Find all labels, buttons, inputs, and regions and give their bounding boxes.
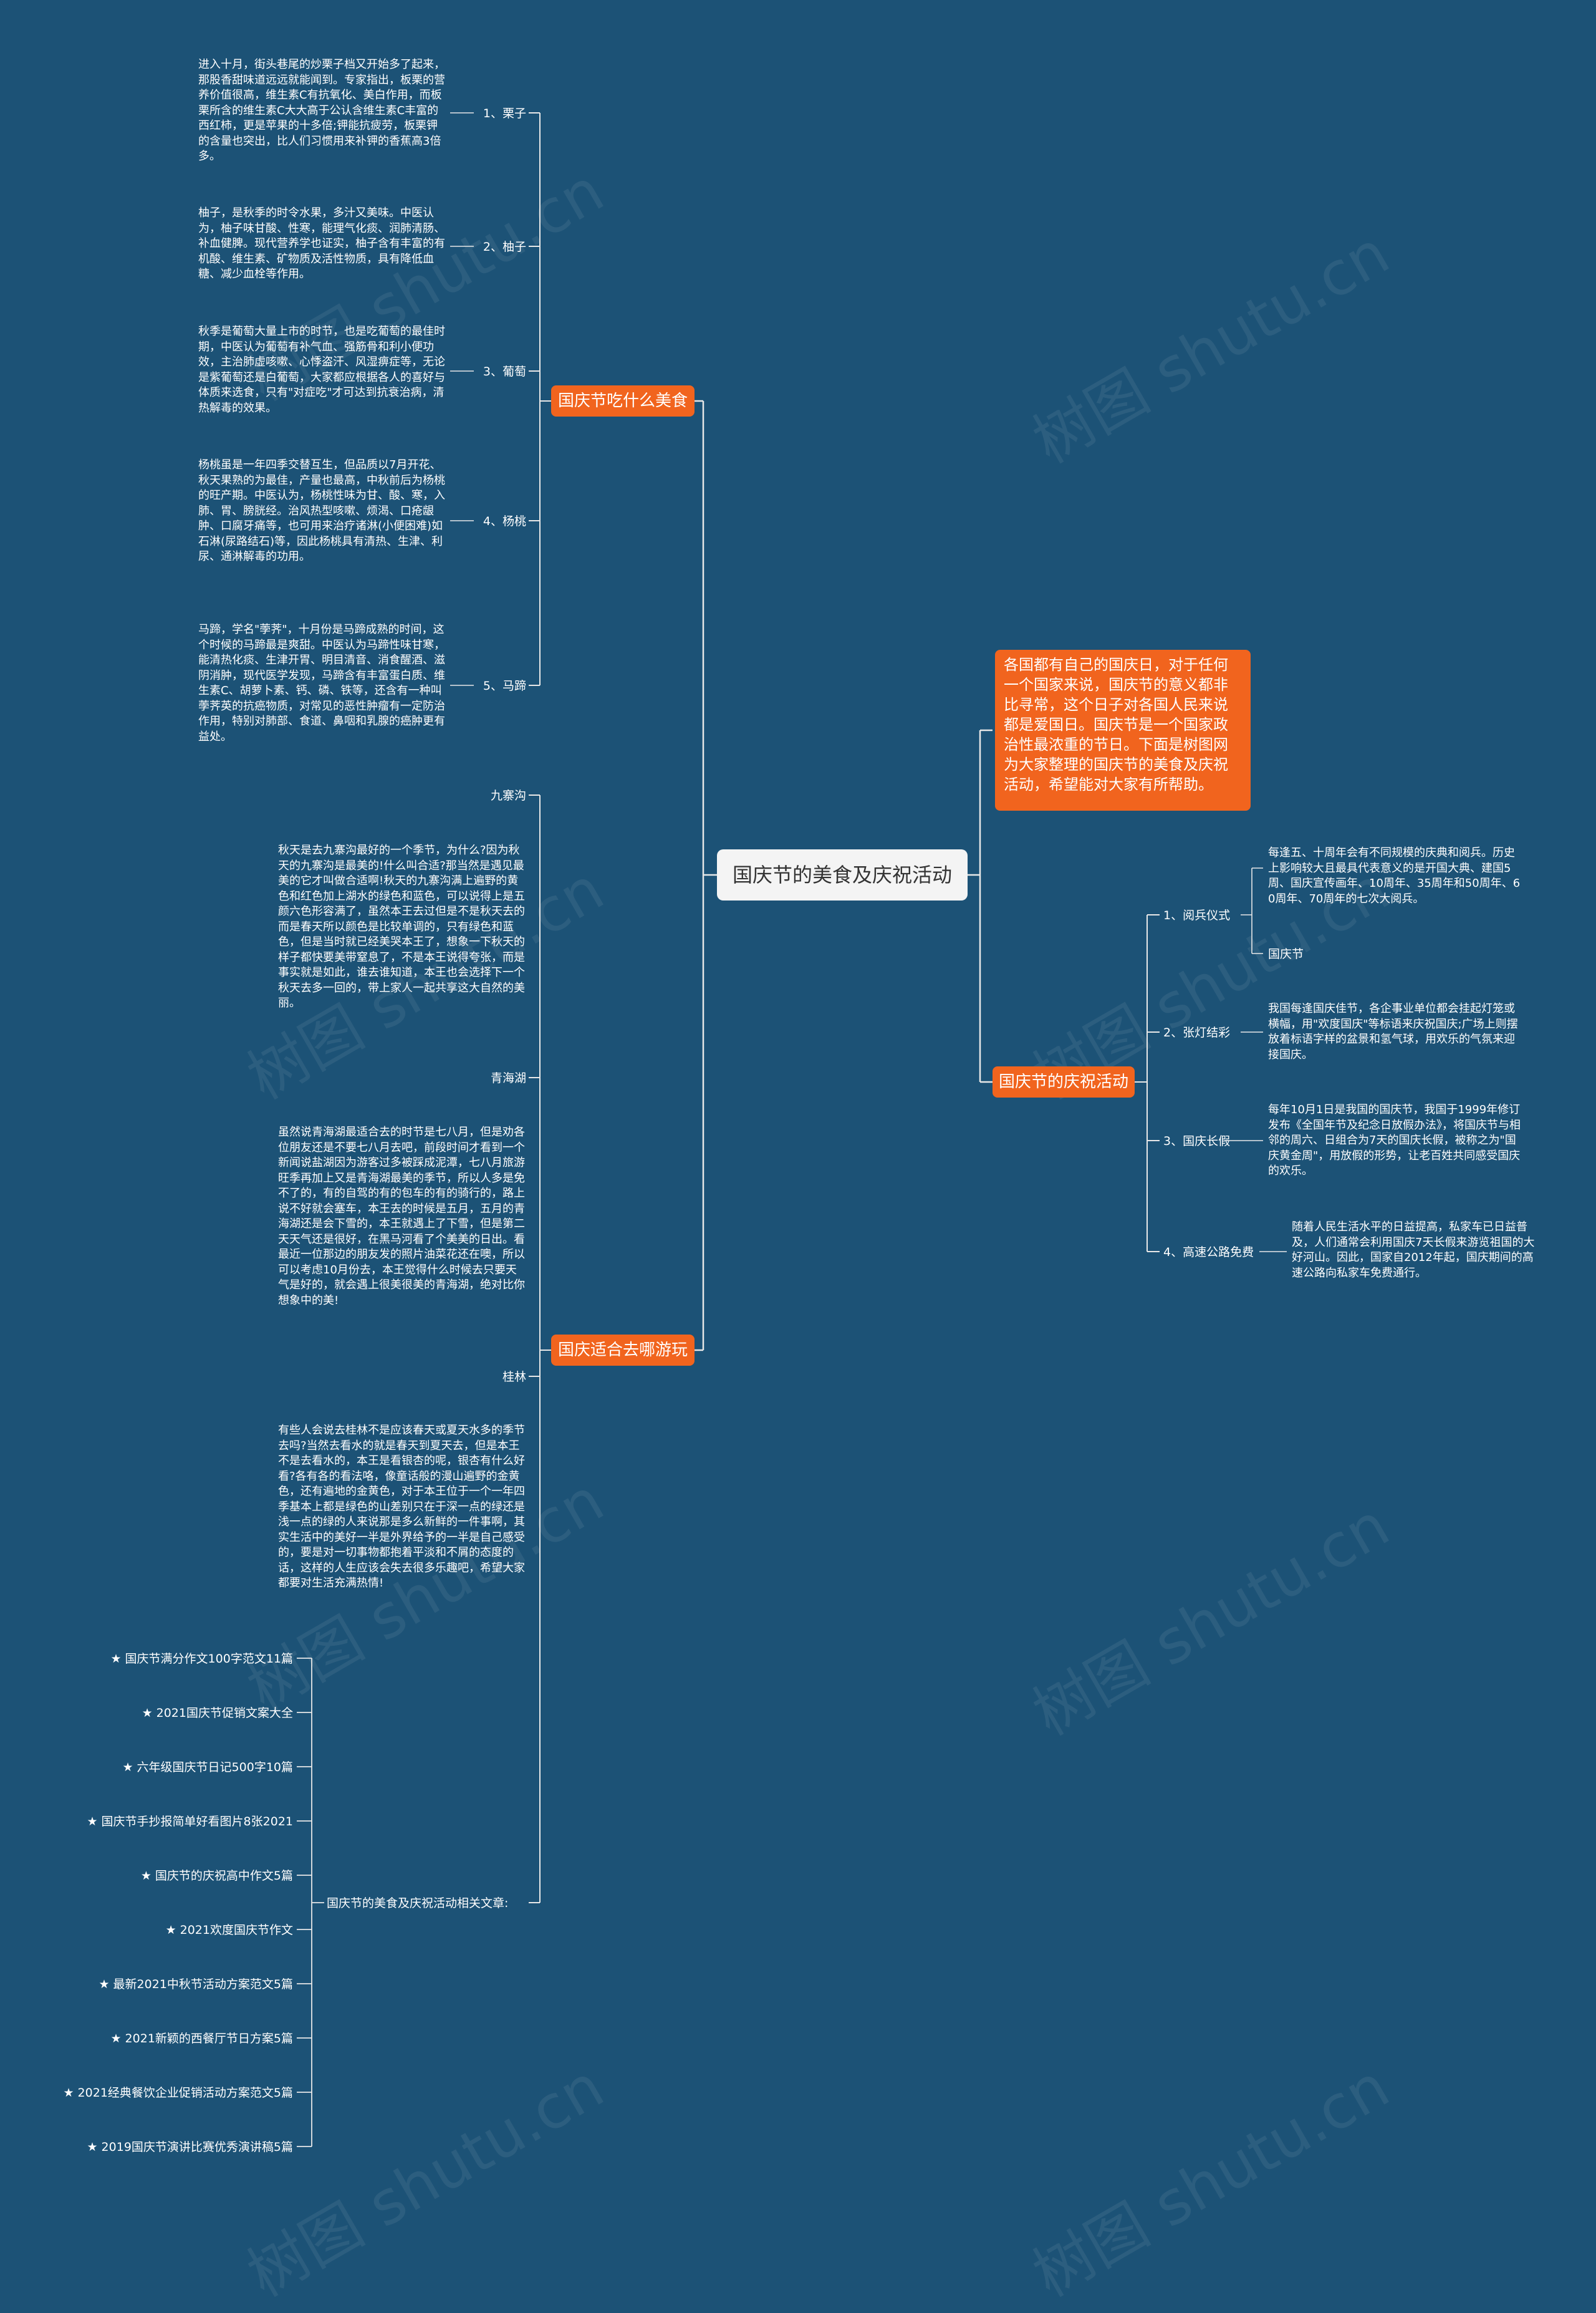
celebration-item-text: 我国每逢国庆佳节，各企事业单位都会挂起灯笼或横幅，用"欢度国庆"等标语来庆祝国庆…	[1268, 1002, 1518, 1061]
food-item-text: 柚子，是秋季的时令水果，多汁又美味。中医认为，柚子味甘酸、性寒，能理气化痰、润肺…	[198, 206, 445, 281]
related-article-link[interactable]: ★ 2021新颖的西餐厅节日方案5篇	[110, 2032, 293, 2045]
travel-item-text: 有些人会说去桂林不是应该春天或夏天水多的季节去吗?当然去看水的就是春天到夏天去，…	[278, 1424, 525, 1590]
food-item-text: 秋季是葡萄大量上市的时节，也是吃葡萄的最佳时期，中医认为葡萄有补气血、强筋骨和利…	[198, 325, 445, 415]
root-topic[interactable]: 国庆节的美食及庆祝活动	[717, 849, 968, 901]
food-item-label[interactable]: 4、杨桃	[483, 514, 526, 528]
celebration-item-text: 每逢五、十周年会有不同规模的庆典和阅兵。历史上影响较大且最具代表意义的是开国大典…	[1268, 846, 1521, 905]
travel-item-label[interactable]: 九寨沟	[490, 789, 526, 803]
travel-branch-node[interactable]: 国庆适合去哪游玩	[551, 1335, 695, 1366]
food-item-text: 进入十月，街头巷尾的炒栗子档又开始多了起来，那股香甜味道远远就能闻到。专家指出，…	[198, 58, 445, 163]
travel-item-text: 虽然说青海湖最适合去的时节是七八月，但是劝各位朋友还是不要七八月去吧，前段时间才…	[278, 1126, 525, 1307]
related-article-link[interactable]: ★ 2021国庆节促销文案大全	[142, 1706, 293, 1720]
celebration-item-label[interactable]: 1、阅兵仪式	[1163, 909, 1231, 922]
related-article-link[interactable]: ★ 最新2021中秋节活动方案范文5篇	[99, 1977, 293, 1991]
celebration-item-label[interactable]: 4、高速公路免费	[1163, 1245, 1254, 1259]
food-branch-node[interactable]: 国庆节吃什么美食	[551, 385, 695, 417]
travel-item-text: 秋天是去九寨沟最好的一个季节，为什么?因为秋天的九寨沟是最美的!什么叫合适?那当…	[278, 844, 525, 1010]
travel-item-label[interactable]: 青海湖	[490, 1071, 526, 1085]
food-item-label[interactable]: 3、葡萄	[483, 365, 526, 379]
intro-node[interactable]: 各国都有自己的国庆日，对于任何一个国家来说，国庆节的意义都非比寻常，这个日子对各…	[995, 650, 1251, 811]
food-item-text: 马蹄，学名"荸荠"，十月份是马蹄成熟的时间，这个时候的马蹄最是爽甜。中医认为马蹄…	[198, 623, 445, 743]
celebration-branch-node[interactable]: 国庆节的庆祝活动	[993, 1066, 1135, 1098]
travel-item-label[interactable]: 桂林	[502, 1370, 526, 1384]
related-article-link[interactable]: ★ 2019国庆节演讲比赛优秀演讲稿5篇	[87, 2140, 293, 2154]
celebration-sub-label[interactable]: 国庆节	[1268, 947, 1304, 961]
connector-lines	[297, 112, 1287, 2147]
celebration-item-text: 每年10月1日是我国的国庆节，我国于1999年修订发布《全国年节及纪念日放假办法…	[1268, 1103, 1521, 1177]
celebration-item-label[interactable]: 3、国庆长假	[1163, 1134, 1231, 1148]
celebration-item-text: 随着人民生活水平的日益提高，私家车已日益普及，人们通常会利用国庆7天长假来游览祖…	[1292, 1220, 1535, 1280]
related-article-link[interactable]: ★ 国庆节手抄报简单好看图片8张2021	[87, 1815, 293, 1828]
food-item-label[interactable]: 5、马蹄	[483, 679, 526, 693]
food-item-text: 杨桃虽是一年四季交替互生，但品质以7月开花、秋天果熟的为最佳，产量也最高，中秋前…	[198, 458, 445, 563]
food-item-label[interactable]: 1、栗子	[483, 107, 526, 120]
related-article-link[interactable]: ★ 2021经典餐饮企业促销活动方案范文5篇	[63, 2086, 293, 2100]
food-item-label[interactable]: 2、柚子	[483, 240, 526, 254]
related-article-link[interactable]: ★ 国庆节满分作文100字范文11篇	[110, 1652, 293, 1666]
related-article-link[interactable]: ★ 2021欢度国庆节作文	[165, 1923, 293, 1937]
related-article-link[interactable]: ★ 六年级国庆节日记500字10篇	[122, 1760, 293, 1774]
related-article-link[interactable]: ★ 国庆节的庆祝高中作文5篇	[140, 1869, 293, 1883]
related-articles-label[interactable]: 国庆节的美食及庆祝活动相关文章:	[327, 1896, 509, 1910]
celebration-item-label[interactable]: 2、张灯结彩	[1163, 1026, 1231, 1040]
